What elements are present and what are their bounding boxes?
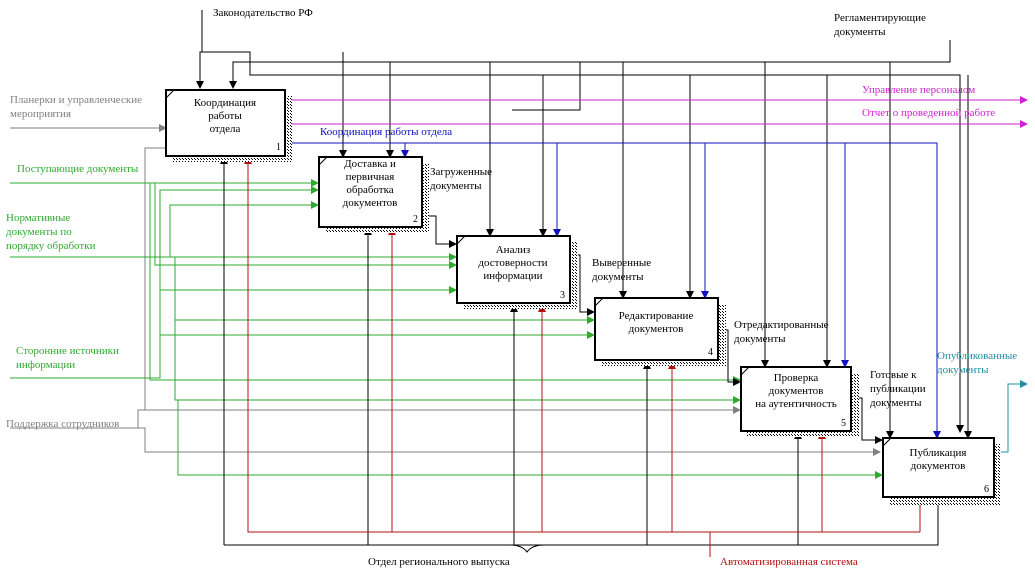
label-incoming: Поступающие документы (17, 163, 139, 175)
label-hr: Управление персоналом (862, 84, 975, 96)
blue-coordination-arrows (286, 142, 941, 439)
box-2-number: 2 (413, 214, 418, 225)
box-3-number: 3 (560, 290, 565, 301)
box-5-number: 5 (841, 418, 846, 429)
label-coordination: Координация работы отдела (320, 126, 452, 138)
label-system: Автоматизированная система (720, 556, 858, 568)
input-arrows (10, 124, 883, 479)
mechanism-arrows (220, 156, 942, 557)
magenta-output-arrows (286, 96, 1028, 128)
box-1-number: 1 (276, 142, 281, 153)
label-dept: Отдел регионального выпуска (368, 556, 510, 568)
label-law: Законодательство РФ (213, 7, 313, 19)
label-support: Поддержка сотрудников (6, 418, 119, 430)
box-6-number: 6 (984, 484, 989, 495)
box-4-number: 4 (708, 347, 713, 358)
label-report: Отчет о проведенной работе (862, 107, 995, 119)
